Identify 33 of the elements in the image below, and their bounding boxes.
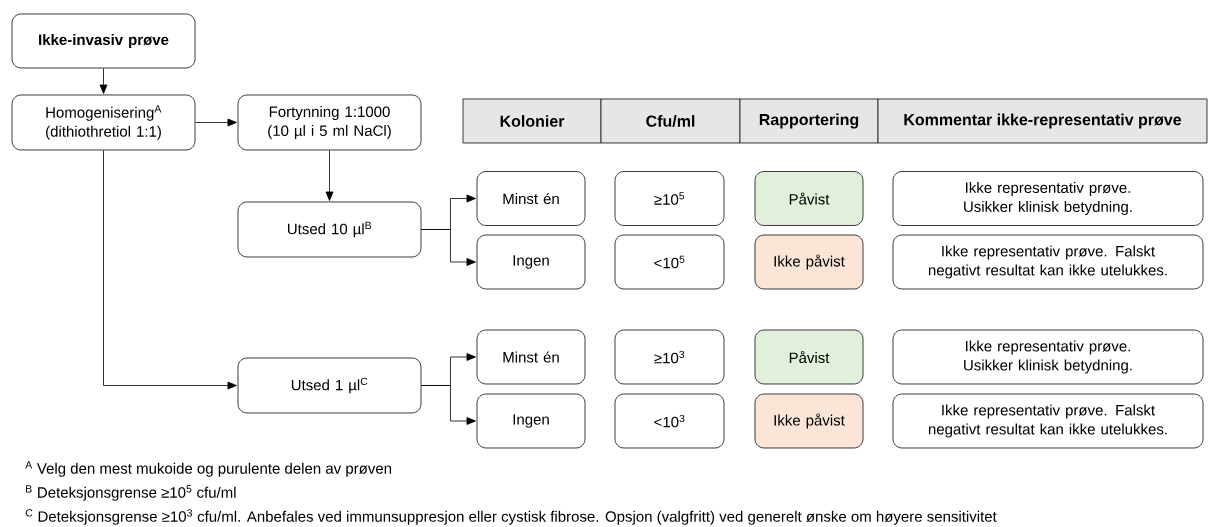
footnote: $^{C}$ Deteksjonsgrense ≥10$^{3}$ cfu/ml. Anbefales ved immunsuppresjon eller cystisk fibrose. Opsjon (valgfritt) ved generelt ønske om høyere sensitivitet [25,509,997,525]
process-box: Ikke-invasiv prøve [11,13,196,69]
comment-box: Ikke representativ prøve. Falskt negativt resultat kan ikke utelukkes. [892,393,1204,449]
report-box: Ikke påvist [754,234,864,290]
footnote: $^{A}$ Velg den mest mukoide og purulente delen av prøven [25,461,392,477]
cfu-box: <10$^{3}$ [614,393,725,449]
colony-box: Ingen [476,234,586,290]
cfu-box: ≥10$^{5}$ [614,171,725,226]
report-box: Ikke påvist [754,393,864,449]
arrow [421,385,476,425]
report-box: Påvist [754,329,864,385]
comment-box: Ikke representativ prøve. Usikker klinisk betydning. [892,329,1204,385]
colony-box: Minst én [476,171,586,226]
cfu-box: <10$^{5}$ [614,234,725,290]
process-box: Fortynning 1:1000 (10 µl i 5 ml NaCl) [237,94,422,151]
table-header-cell: Cfu/ml [600,98,741,144]
arrow [99,68,108,94]
colony-box: Ingen [476,393,586,449]
arrow [195,118,237,127]
process-box: Utsed 10 µl$^{B}$ [237,201,422,258]
table-header-cell: Kolonier [462,98,602,144]
process-box: Homogenisering$^{A}$ (dithiothretiol 1:1) [11,94,196,151]
comment-box: Ikke representativ prøve. Falskt negativt resultat kan ikke utelukkes. [892,234,1204,290]
report-box: Påvist [754,171,864,226]
comment-box: Ikke representativ prøve. Usikker klinisk betydning. [892,171,1204,226]
process-box: Utsed 1 µl$^{C}$ [237,357,422,414]
table-header-cell: Rapportering [739,98,879,144]
arrow [421,229,476,266]
arrow [325,150,334,201]
footnote: $^{B}$ Deteksjonsgrense ≥10$^{5}$ cfu/ml [26,485,236,501]
colony-box: Minst én [476,329,586,385]
cfu-box: ≥10$^{3}$ [614,329,725,385]
arrow [103,150,237,390]
